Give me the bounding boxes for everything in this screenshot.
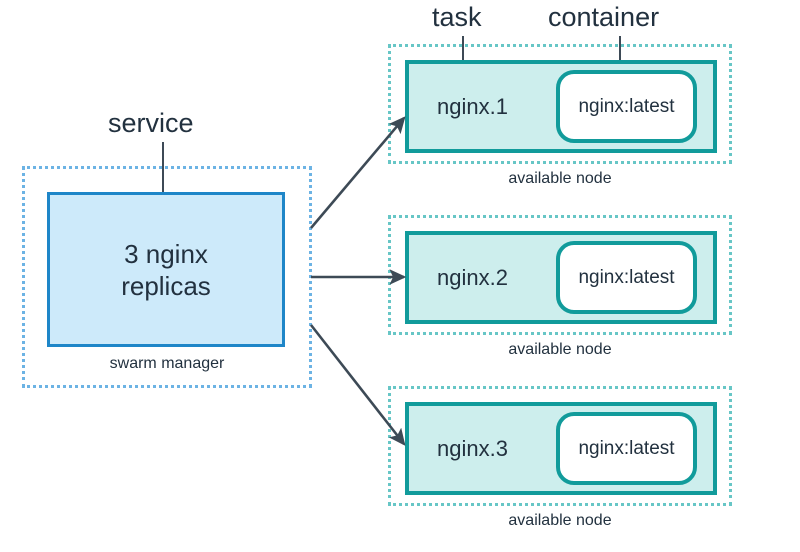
task-label-1: nginx.1: [437, 93, 508, 119]
available-node-3-caption: available node: [508, 512, 612, 529]
available-node-1-caption: available node: [508, 170, 612, 187]
available-node-1-boundary: nginx.1 nginx:latest: [388, 44, 732, 164]
task-box-3[interactable]: nginx.3 nginx:latest: [405, 402, 717, 495]
container-box-1[interactable]: nginx:latest: [556, 70, 697, 143]
container-label-1: nginx:latest: [578, 95, 675, 117]
available-node-3-boundary: nginx.3 nginx:latest: [388, 386, 732, 506]
task-box-2[interactable]: nginx.2 nginx:latest: [405, 231, 717, 324]
service-replicas-word: replicas: [121, 270, 211, 301]
task-box-1[interactable]: nginx.1 nginx:latest: [405, 60, 717, 153]
task-label-2: nginx.2: [437, 264, 508, 290]
leader-line-service: [162, 142, 164, 228]
service-box-text: 3 nginx replicas: [121, 238, 211, 302]
container-label-2: nginx:latest: [578, 266, 675, 288]
container-label-3: nginx:latest: [578, 437, 675, 459]
container-box-3[interactable]: nginx:latest: [556, 412, 697, 485]
callout-label-container: container: [548, 2, 660, 32]
callout-label-service: service: [108, 108, 194, 138]
swarm-manager-boundary: 3 nginx replicas swarm manager: [22, 166, 312, 388]
swarm-manager-caption: swarm manager: [109, 355, 225, 372]
service-replicas-count: 3 nginx: [124, 238, 208, 269]
service-box[interactable]: 3 nginx replicas: [47, 192, 285, 347]
callout-label-task: task: [432, 2, 482, 32]
container-box-2[interactable]: nginx:latest: [556, 241, 697, 314]
available-node-2-boundary: nginx.2 nginx:latest: [388, 215, 732, 335]
available-node-2-caption: available node: [508, 341, 612, 358]
task-label-3: nginx.3: [437, 435, 508, 461]
